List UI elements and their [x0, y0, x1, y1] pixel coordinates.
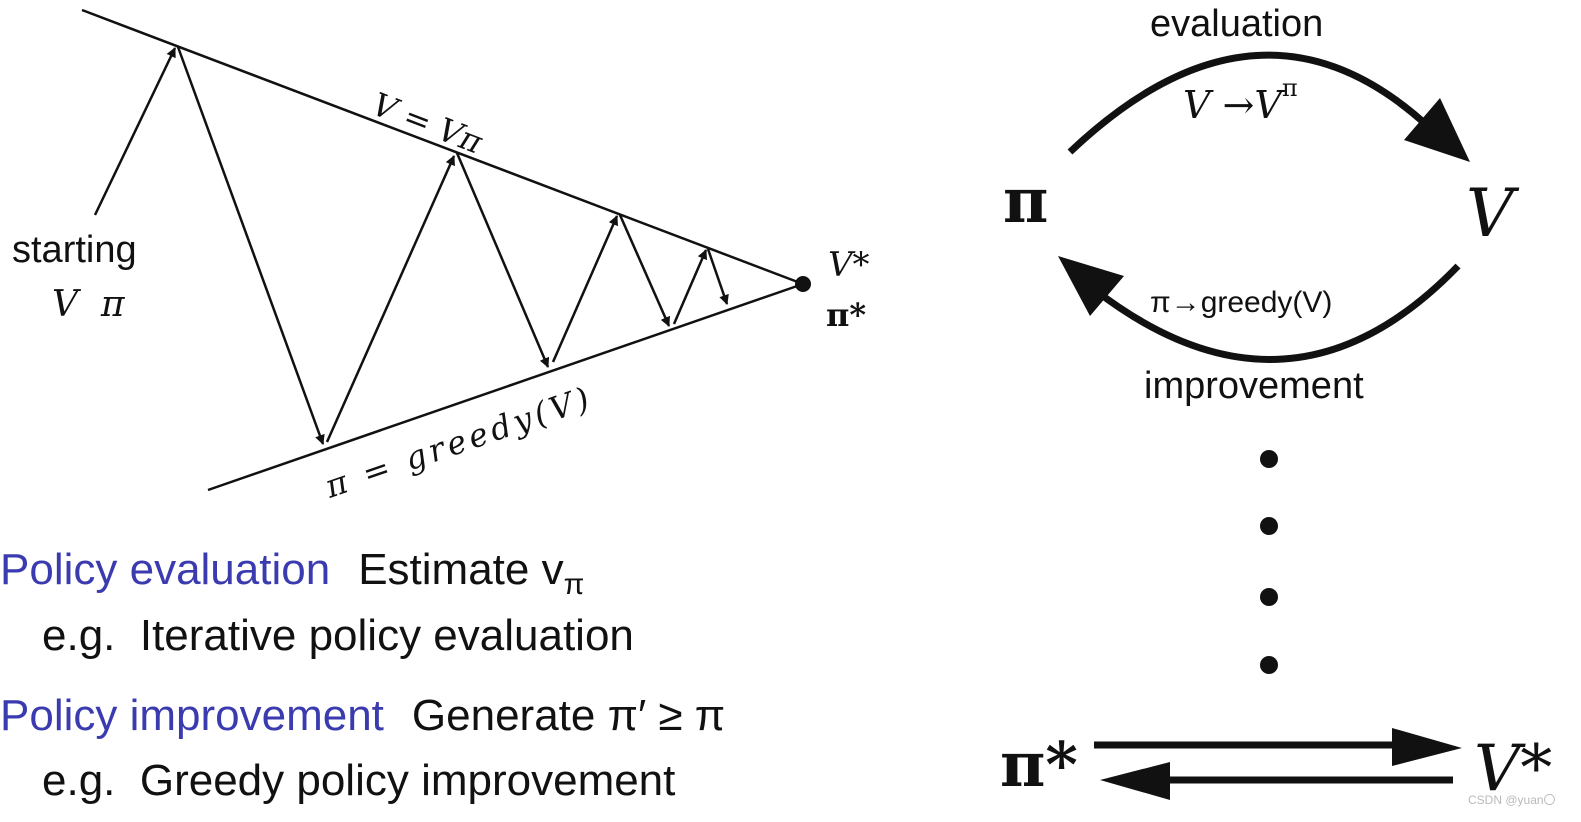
starting-sub-label: V π: [52, 284, 126, 325]
gpi-cycle-diagram: evaluation V →Vπ π V π→greedy(V) improve…: [1000, 3, 1552, 806]
backward-arrowhead: [1100, 762, 1170, 800]
policy-evaluation-sub: π: [564, 568, 585, 601]
evaluation-formula-sup: π: [1282, 74, 1298, 102]
dot: [1260, 517, 1278, 535]
improve-arrow-1: [325, 155, 456, 443]
improvement-label: improvement: [1144, 365, 1364, 407]
dot: [1260, 450, 1278, 468]
watermark: CSDN @yuan〇: [1468, 793, 1556, 807]
evaluation-formula: V →Vπ: [1183, 74, 1298, 127]
improvement-arrowhead: [1058, 256, 1124, 316]
convergence-diagram: V = Vπ π = greedy(V) starting V π V* π*: [12, 8, 870, 506]
dot: [1260, 656, 1278, 674]
evaluation-label: evaluation: [1150, 3, 1323, 45]
policy-improvement-line: Policy improvement Generate π′ ≥ π: [0, 691, 725, 740]
forward-arrowhead: [1392, 728, 1462, 766]
v-star-label: V*: [828, 245, 870, 285]
evaluation-formula-main: V →V: [1183, 83, 1285, 127]
improve-arrow-3: [672, 249, 708, 325]
evaluation-arrow: [1067, 51, 1435, 155]
starting-label: starting: [12, 229, 137, 271]
eval-arrow-3: [618, 214, 671, 327]
policy-improvement-term: Policy improvement: [0, 691, 384, 740]
v-star-node: V*: [1474, 732, 1552, 806]
policy-improvement-example: e.g. Greedy policy improvement: [42, 756, 675, 805]
policy-iteration-notes: Policy evaluation Estimate vπ e.g. Iterat…: [0, 545, 725, 805]
eval-arrow-1: [176, 46, 325, 445]
dot: [1260, 588, 1278, 606]
eval-arrow-2: [455, 152, 550, 368]
start-arrow: [93, 47, 177, 216]
convergence-point: [795, 276, 811, 292]
zigzag-arrows: [93, 46, 729, 445]
v-node: V: [1466, 175, 1520, 252]
improve-arrow-2: [551, 215, 619, 363]
policy-evaluation-example: e.g. Iterative policy evaluation: [42, 611, 634, 660]
policy-improvement-desc: Generate π′ ≥ π: [412, 691, 725, 740]
continuation-dots: [1260, 450, 1278, 674]
pi-star-label: π*: [826, 296, 866, 334]
value-line-label: V = Vπ: [367, 85, 488, 162]
evaluation-arrowhead: [1404, 98, 1470, 162]
policy-line-label: π = greedy(V): [319, 378, 598, 506]
policy-evaluation-desc: Estimate v: [358, 545, 563, 594]
improvement-arrow: [1092, 263, 1461, 363]
optimal-double-arrow: [1094, 728, 1462, 800]
improvement-formula: π→greedy(V): [1150, 286, 1332, 319]
pi-star-node: π*: [1000, 728, 1078, 801]
policy-evaluation-line: Policy evaluation Estimate vπ: [0, 545, 584, 601]
pi-node: π: [1003, 164, 1048, 237]
value-line: [81, 8, 804, 286]
policy-evaluation-term: Policy evaluation: [0, 545, 330, 594]
policy-line: [207, 282, 804, 492]
eval-arrow-4: [706, 248, 729, 305]
